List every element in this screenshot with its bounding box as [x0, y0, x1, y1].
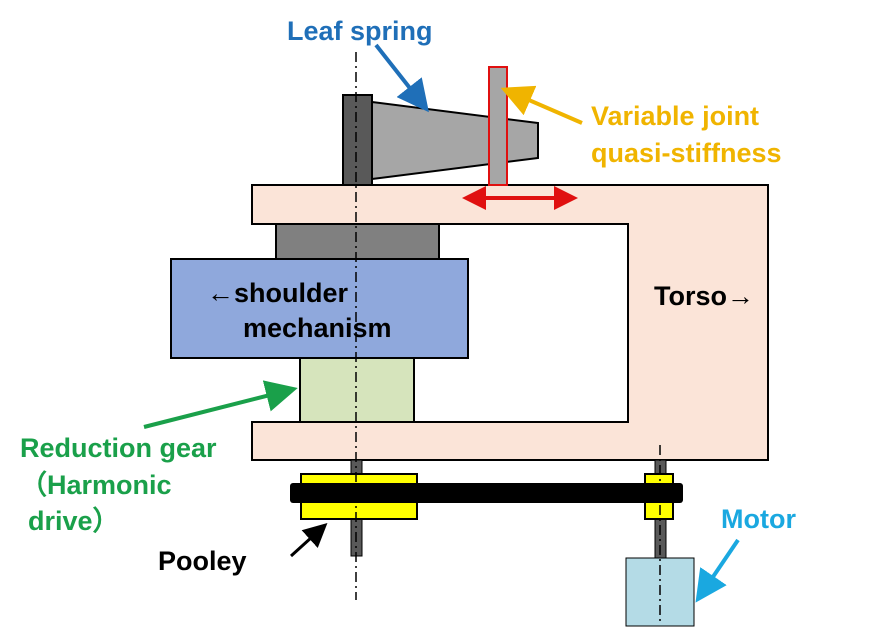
reduction-gear-label-line1: Reduction gear — [20, 433, 217, 463]
shoulder-mechanism-box — [170, 258, 469, 359]
reduction-gear-arrow — [143, 380, 298, 429]
torso-label: Torso→ — [654, 281, 754, 311]
shoulder-label-line1: ←shoulder — [207, 278, 349, 308]
motor-label: Motor — [721, 504, 796, 534]
motor-arrow — [695, 538, 740, 603]
leaf-spring-arrow — [374, 43, 429, 113]
shoulder-label-line2: mechanism — [243, 313, 392, 343]
variable-stiffness-label-line2: quasi-stiffness — [591, 138, 782, 168]
variable-stiffness-label-line1: Variable joint — [591, 101, 759, 131]
spring-post — [342, 94, 373, 186]
pooley-label: Pooley — [158, 546, 247, 576]
timing-belt — [290, 483, 683, 503]
bearing-block — [275, 223, 440, 261]
leaf-spring-label: Leaf spring — [287, 16, 433, 46]
pooley-arrow — [289, 522, 328, 558]
stiffness-slider — [488, 66, 508, 186]
leaf-spring — [371, 100, 539, 181]
reduction-gear-label-line2: （Harmonic — [20, 470, 172, 500]
variable-stiffness-arrow — [500, 85, 583, 125]
reduction-gear-box — [299, 357, 415, 423]
reduction-gear-label-line3: drive） — [28, 506, 120, 536]
